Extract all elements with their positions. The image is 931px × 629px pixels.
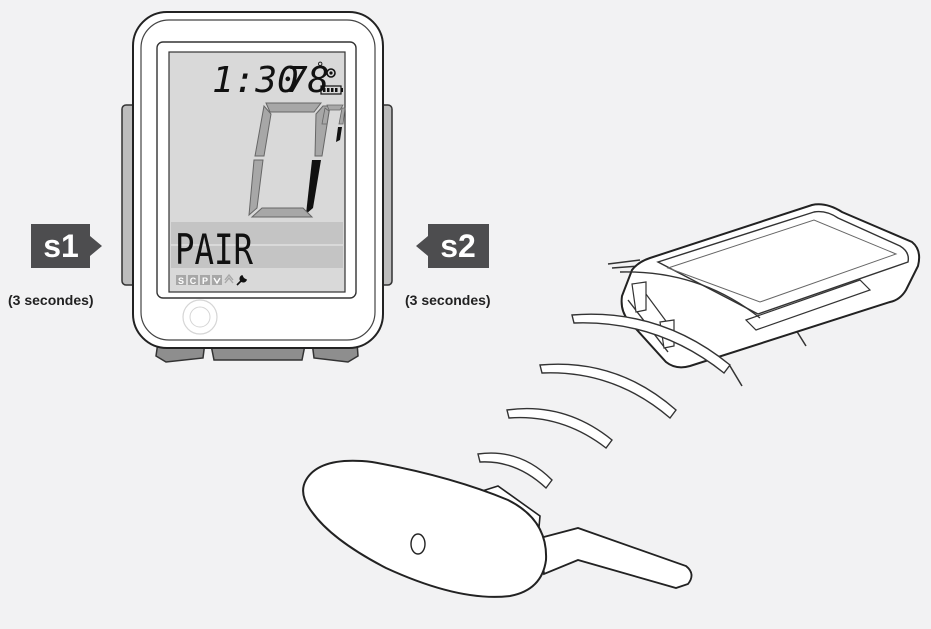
mode-icons-row: S C P	[176, 273, 248, 286]
s1-button-badge: s1	[31, 224, 102, 268]
degree-symbol: °	[316, 60, 324, 76]
wireless-signal-waves	[477, 271, 761, 490]
arrow-up-icon	[224, 273, 234, 284]
wheel-magnet	[302, 459, 693, 598]
s2-button-badge: s2	[416, 224, 489, 268]
battery-icon	[320, 85, 343, 95]
s2-label: s2	[440, 228, 476, 264]
s1-label: s1	[43, 228, 79, 264]
speed-digit-large: 0	[248, 102, 331, 218]
wrench-icon	[236, 274, 248, 286]
mode-icon-s: S	[178, 276, 184, 286]
s2-hint: (3 secondes)	[405, 292, 491, 308]
bike-computer: 1:30 78 ° 0	[121, 11, 393, 363]
time-readout: 1:30	[212, 60, 299, 101]
s1-hint: (3 secondes)	[8, 292, 94, 308]
brand-logo	[182, 299, 218, 335]
heart-icon	[212, 275, 222, 285]
satellite-icon	[326, 68, 336, 78]
mode-text: PAIR	[175, 225, 254, 274]
mode-icon-p: P	[202, 276, 208, 286]
speed-sensor	[607, 203, 921, 387]
speed-digit-small: 0	[321, 104, 346, 142]
mode-icon-c: C	[190, 276, 197, 286]
